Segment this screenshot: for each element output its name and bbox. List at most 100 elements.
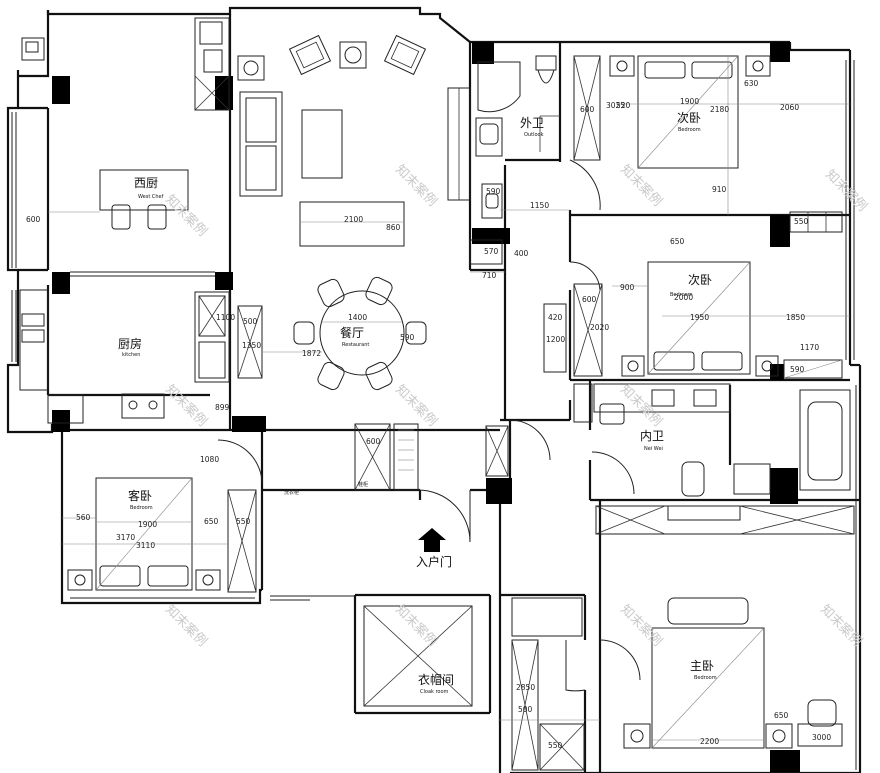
- kitchen-area: [19, 289, 230, 424]
- dim-text: 1150: [530, 201, 549, 210]
- dim-text: 1350: [242, 341, 261, 350]
- watermark: 知末案例: [162, 382, 210, 430]
- dim-text: 1080: [200, 455, 219, 464]
- dim-text: 590: [790, 365, 805, 374]
- guest-bedroom-furniture: [67, 439, 263, 593]
- dim-text: 600: [580, 105, 595, 114]
- dining-area: [237, 276, 427, 391]
- dim-text: 1170: [800, 343, 819, 352]
- dim-text: 600: [366, 437, 381, 446]
- west-kitchen: [21, 17, 230, 230]
- dim-text: 600: [26, 215, 41, 224]
- windows: [11, 60, 857, 770]
- master-bedroom-en: Bedroom: [694, 675, 717, 681]
- dim-text: 2100: [344, 215, 363, 224]
- entrance-label: 入户门: [416, 554, 452, 569]
- dim-text: 2200: [700, 737, 719, 746]
- dim-text: 650: [774, 711, 789, 720]
- second-bedroom-1-label: 次卧: [677, 111, 701, 125]
- dim-text: 550: [794, 217, 809, 226]
- dim-text: 1200: [546, 335, 565, 344]
- watermark: 知末案例: [162, 192, 210, 240]
- walls: [6, 6, 862, 773]
- entrance-area: [354, 423, 509, 552]
- dining-en: Restaurant: [342, 342, 369, 348]
- dim-text: 2180: [710, 105, 729, 114]
- dim-text: 900: [620, 283, 635, 292]
- dim-text: 500: [243, 317, 258, 326]
- kitchen-en: kitchen: [122, 352, 140, 358]
- second-bedroom-2-label: 次卧: [688, 273, 712, 287]
- watermark: 知末案例: [617, 162, 665, 210]
- guest-bathroom-en: Outlook: [524, 132, 544, 138]
- dim-text: 520: [616, 101, 631, 110]
- dim-text: 590: [400, 333, 415, 342]
- dim-text: 3170: [116, 533, 135, 542]
- living-room: [237, 34, 471, 247]
- dim-text: 560: [76, 513, 91, 522]
- west-kitchen-label: 西厨: [134, 176, 158, 190]
- dim-text: 650: [204, 517, 219, 526]
- dim-text: 1900: [138, 520, 157, 529]
- dim-text: 2060: [780, 103, 799, 112]
- dim-text: 2850: [516, 683, 535, 692]
- dim-text: 650: [670, 237, 685, 246]
- guest-bedroom-en: Bedroom: [130, 505, 153, 511]
- dim-text: 1872: [302, 349, 321, 358]
- corridor-cabinets: [509, 55, 601, 461]
- guest-bathroom-label: 外卫: [520, 116, 544, 130]
- dim-text: 1950: [690, 313, 709, 322]
- dim-text: 420: [548, 313, 563, 322]
- dimension-lines: [62, 56, 850, 741]
- dim-text: 1400: [348, 313, 367, 322]
- second-bedroom-2-furniture: [573, 261, 843, 379]
- dim-text: 600: [582, 295, 597, 304]
- dim-text: 3000: [812, 733, 831, 742]
- watermark: 知末案例: [617, 602, 665, 650]
- dim-text: 1850: [786, 313, 805, 322]
- room-labels: 西厨 West Chef 厨房 kitchen 餐厅 Restaurant 外卫…: [118, 111, 717, 695]
- dim-text: 550: [236, 517, 251, 526]
- west-kitchen-en: West Chef: [138, 194, 164, 200]
- guest-bathroom: [469, 55, 560, 265]
- dim-text: 860: [386, 223, 401, 232]
- inner-bathroom-en: Nei Wei: [644, 446, 663, 452]
- watermark: 知末案例: [817, 602, 865, 650]
- master-bedroom-furniture: [511, 505, 855, 771]
- inner-bathroom-label: 内卫: [640, 429, 664, 443]
- master-bedroom-label: 主卧: [690, 659, 714, 673]
- watermark: 知末案例: [392, 382, 440, 430]
- dim-text: 710: [482, 271, 497, 280]
- inner-bathroom-fixtures: [573, 383, 851, 497]
- dim-text: 3025: [606, 101, 625, 110]
- laundry-label: 洗衣柜: [284, 489, 299, 496]
- watermark: 知末案例: [162, 602, 210, 650]
- dim-text: 570: [484, 247, 499, 256]
- second-bedroom-1-en: Bedroom: [678, 127, 701, 133]
- dim-text: 1100: [216, 313, 235, 322]
- watermark: 知末案例: [392, 602, 440, 650]
- dim-text: 2000: [674, 293, 693, 302]
- dim-text: 590: [486, 187, 501, 196]
- watermarks: 知末案例 知末案例 知末案例 知末案例 知末案例 知末案例 知末案例 知末案例 …: [162, 162, 870, 650]
- dim-text: 500: [518, 705, 533, 714]
- dim-text: 400: [514, 249, 529, 258]
- cloakroom-label: 衣帽间: [418, 672, 454, 687]
- kitchen-label: 厨房: [118, 336, 142, 351]
- dim-text: 910: [712, 185, 727, 194]
- dim-text: 3110: [136, 541, 155, 550]
- dim-text: 2020: [590, 323, 609, 332]
- dim-text: 899: [215, 403, 230, 412]
- dim-text: 1900: [680, 97, 699, 106]
- second-bedroom-1-furniture: [609, 55, 843, 233]
- cloakroom-fixtures: [363, 605, 473, 707]
- second-bedroom-2-en: Bedroom: [670, 292, 693, 298]
- dining-label: 餐厅: [340, 325, 364, 340]
- guest-bedroom-label: 客卧: [128, 488, 152, 503]
- dimension-labels: 600 2100 860 1400 1872 590 500 1100 1350…: [26, 79, 831, 750]
- dim-text: 550: [548, 741, 563, 750]
- dim-text: 630: [744, 79, 759, 88]
- cloakroom-en: Cloak room: [420, 689, 449, 695]
- shoe-cabinet-label: 鞋柜: [358, 481, 368, 488]
